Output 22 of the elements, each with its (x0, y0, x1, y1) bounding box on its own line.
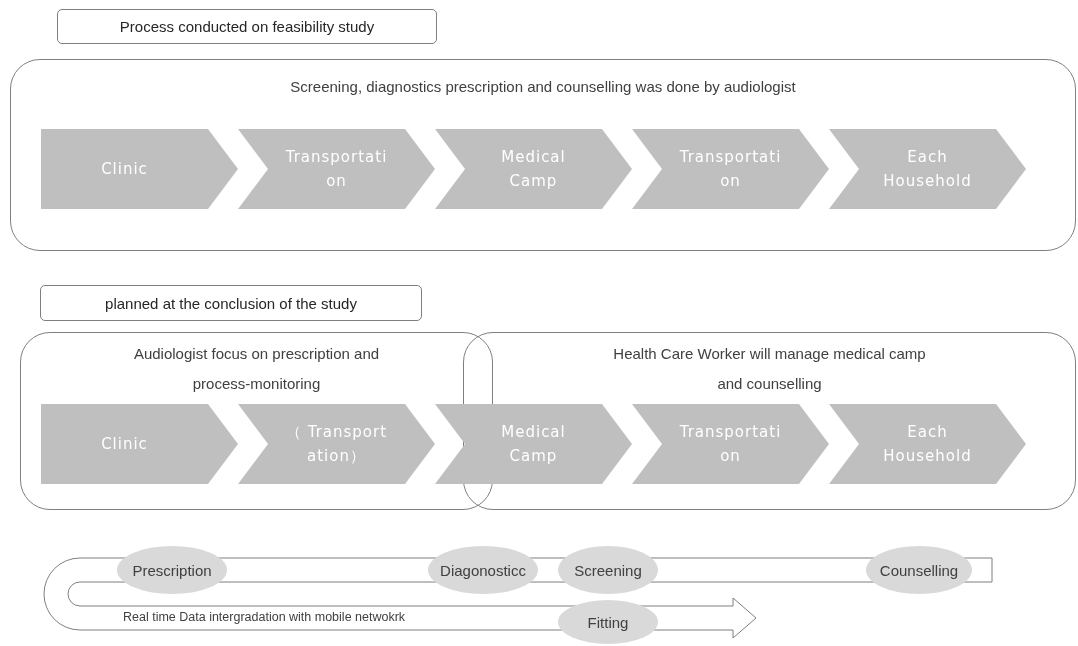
chevron-stage: （ Transport ation） (238, 404, 435, 484)
group-title: Screening, diagnostics prescription and counselling was done by audiologist (289, 77, 797, 97)
group-box (10, 59, 1076, 251)
chevron-stage: Each Household (829, 404, 1026, 484)
stage-ellipse: Screening (558, 546, 658, 594)
chevron-stage: Clinic (41, 404, 238, 484)
chevron-stage: Each Household (829, 129, 1026, 209)
chevron-stage: Transportati on (632, 129, 829, 209)
section-heading-box: Process conducted on feasibility study (57, 9, 437, 44)
group-title: Audiologist focus on prescription and process-monitoring (132, 344, 381, 394)
chevron-stage: Transportati on (238, 129, 435, 209)
stage-ellipse: Prescription (117, 546, 227, 594)
chevron-stage: Medical Camp (435, 404, 632, 484)
stage-ellipse: Counselling (866, 546, 972, 594)
section-heading-box: planned at the conclusion of the study (40, 285, 422, 321)
arrow-label: Real time Data intergradation with mobile netwokrk (123, 610, 406, 624)
chevron-stage: Clinic (41, 129, 238, 209)
chevron-stage: Medical Camp (435, 129, 632, 209)
stage-ellipse: Diagonosticc (428, 546, 538, 594)
group-title: Health Care Worker will manage medical camp and counselling (612, 344, 927, 394)
stage-ellipse: Fitting (558, 600, 658, 644)
chevron-stage: Transportati on (632, 404, 829, 484)
